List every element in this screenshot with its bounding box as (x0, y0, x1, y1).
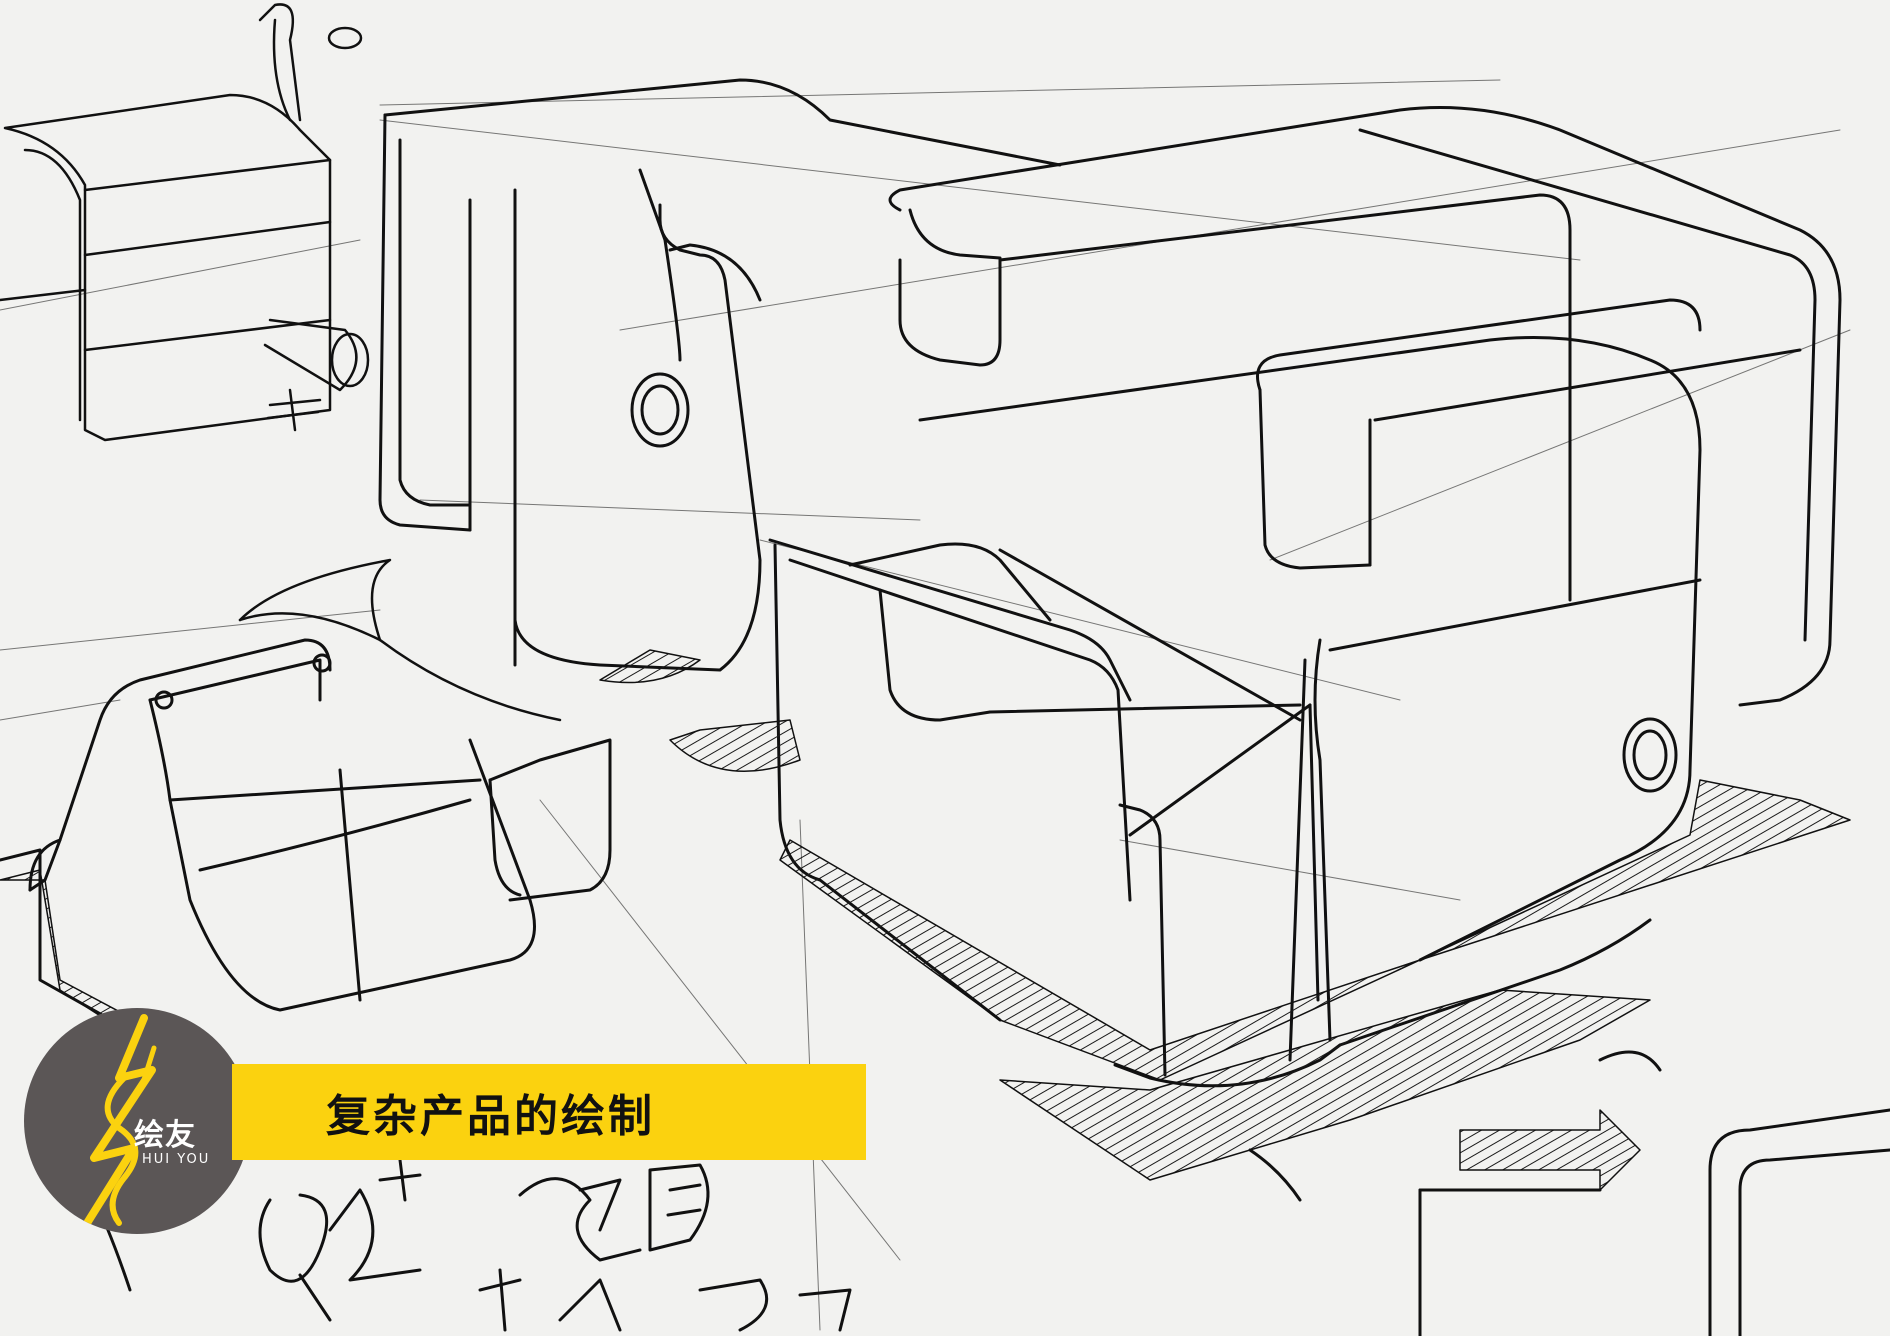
construction-lines (0, 79, 1851, 1331)
sketch-upper-frame (888, 106, 1842, 793)
sketch-main-frame (378, 78, 1062, 672)
lightning-swirl-icon (80, 1014, 157, 1232)
handwritten-scribbles (88, 1148, 1302, 1332)
logo-name-cn: 绘友 (134, 1118, 196, 1153)
banner-title: 复杂产品的绘制 (326, 1091, 655, 1142)
huiyou-logo-badge: 绘友 HUI YOU (24, 1008, 250, 1234)
sketch-lower-body (768, 336, 1702, 1088)
sketch-swooshes (238, 558, 562, 722)
sketch-tray (0, 638, 612, 1072)
title-banner: 复杂产品的绘制 (232, 1064, 866, 1160)
sketch-small-box (0, 3, 370, 442)
sketch-fragment-bottom-right (1418, 1050, 1890, 1336)
logo-name-en: HUI YOU (142, 1152, 211, 1167)
